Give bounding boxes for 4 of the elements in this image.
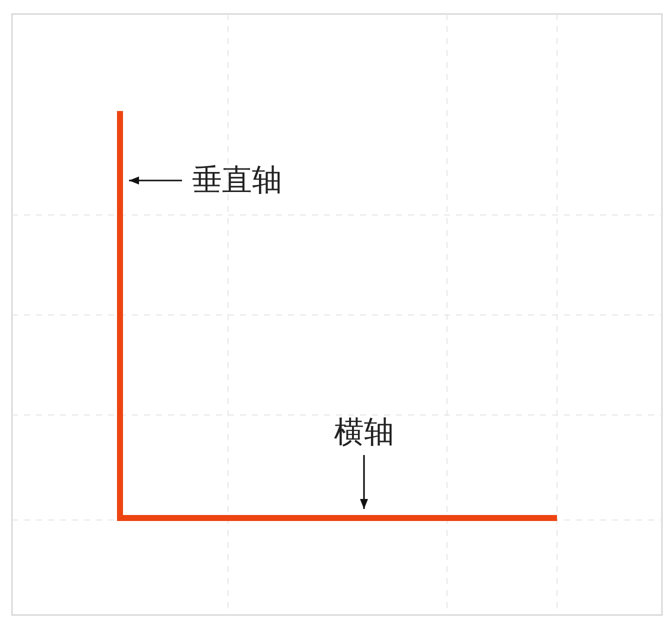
- leader-arrow: [360, 455, 368, 509]
- axis-label: 横轴: [334, 416, 394, 449]
- axis-label: 垂直轴: [192, 164, 282, 197]
- leader-arrow: [129, 176, 182, 184]
